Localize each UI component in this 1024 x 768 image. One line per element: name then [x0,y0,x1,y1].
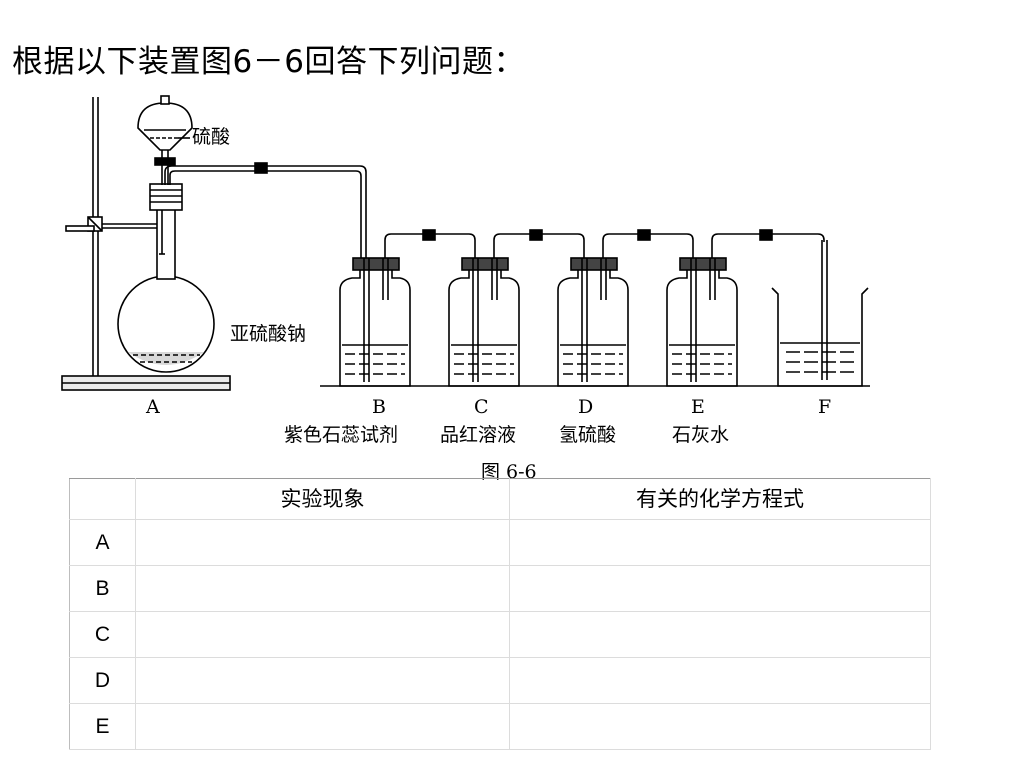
apparatus-diagram: 硫酸 亚硫酸钠 A B C D E F 紫色石蕊试剂 品红溶液 氢硫酸 石灰水 … [61,95,870,480]
phenomenon-cell[interactable] [135,703,510,750]
letter-d: D [578,396,593,418]
label-sulfuric-acid: 硫酸 [192,126,230,148]
letter-a: A [145,396,160,418]
round-flask [117,183,215,373]
letter-b: B [372,396,386,418]
row-label: A [69,519,136,566]
table-row: C [69,611,931,658]
phenomenon-cell[interactable] [135,565,510,612]
phenomenon-cell[interactable] [135,611,510,658]
reagent-c: 品红溶液 [440,424,516,446]
header-equation: 有关的化学方程式 [509,478,931,520]
letter-c: C [474,396,489,418]
table-row: D [69,657,931,704]
row-label: E [69,703,136,750]
phenomenon-cell[interactable] [135,657,510,704]
header-blank [69,478,136,520]
label-sodium-sulfite: 亚硫酸钠 [230,323,306,345]
equation-cell[interactable] [509,611,931,658]
retort-stand [61,97,231,391]
row-label: D [69,657,136,704]
letter-e: E [691,396,705,418]
figure-caption: 图 6-6 [481,461,537,480]
bottle-c [448,257,520,387]
bottle-d [557,257,629,387]
row-label: C [69,611,136,658]
wash-bottles [339,257,738,387]
phenomenon-cell[interactable] [135,519,510,566]
header-phenomenon: 实验现象 [135,478,510,520]
table-row: B [69,565,931,612]
bottle-b [339,257,411,387]
reagent-e: 石灰水 [672,424,729,446]
question-title: 根据以下装置图6－6回答下列问题： [12,44,525,80]
equation-cell[interactable] [509,703,931,750]
equation-cell[interactable] [509,657,931,704]
equation-cell[interactable] [509,565,931,612]
row-label: B [69,565,136,612]
reagent-d: 氢硫酸 [559,424,616,446]
table-header-row: 实验现象 有关的化学方程式 [69,478,931,520]
equation-cell[interactable] [509,519,931,566]
table-row: A [69,519,931,566]
table-row: E [69,703,931,750]
reagent-b: 紫色石蕊试剂 [284,424,398,446]
answer-table: 实验现象 有关的化学方程式 A B C D E [69,478,931,750]
bottle-e [666,257,738,387]
beaker [771,240,869,387]
separatory-funnel [137,95,193,185]
letter-f: F [818,396,831,418]
connecting-tubes [164,162,825,258]
